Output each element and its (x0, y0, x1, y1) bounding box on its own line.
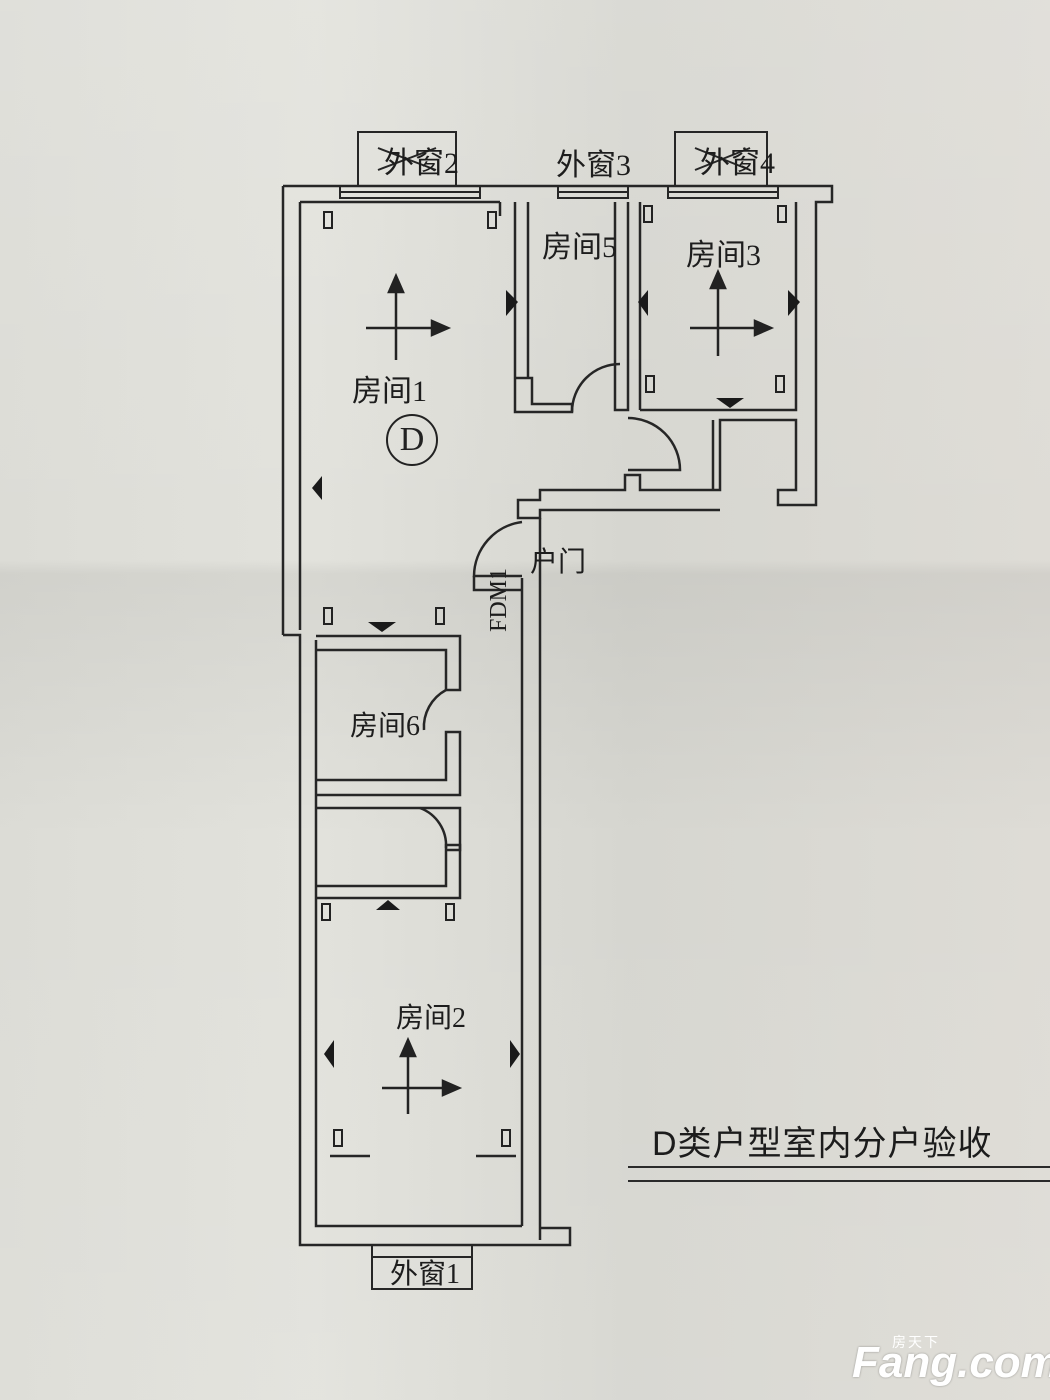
outlet-symbol (323, 607, 333, 625)
outlet-symbol (777, 205, 787, 223)
room3-door-swing (627, 416, 682, 472)
room6-wall-top (316, 634, 462, 692)
marker-triangle (376, 900, 400, 910)
room1-label: 房间1 (352, 375, 427, 408)
outlet-symbol (445, 903, 455, 921)
outlet-symbol (435, 607, 445, 625)
room3-orientation-arrows (690, 268, 775, 356)
outlet-symbol (321, 903, 331, 921)
room1-orientation-arrows (366, 272, 452, 360)
room3-label: 房间3 (686, 239, 761, 272)
window-1-label: 外窗1 (390, 1259, 461, 1290)
room3-wall (640, 202, 798, 412)
watermark-cn: 房天下 (892, 1334, 940, 1350)
room6-door-swing (422, 688, 447, 731)
marker-triangle (788, 290, 800, 316)
unit-type-mark: D (386, 414, 438, 466)
window-4-label: 外窗4 (700, 147, 775, 180)
outlet-symbol (643, 205, 653, 223)
room5-label: 房间5 (542, 231, 617, 264)
ac-unit-1 (371, 1244, 473, 1290)
watermark-logo: 房天下 Fang.com (852, 1330, 1050, 1390)
plan-title: D类户型室内分户验收 (652, 1125, 993, 1163)
marker-triangle (510, 1040, 520, 1068)
room2-label: 房间2 (396, 1003, 467, 1034)
marker-triangle (506, 290, 518, 316)
entrance-door-code: FDM1 (486, 567, 512, 632)
window-3-label: 外窗3 (556, 149, 631, 182)
ac-unit-4 (674, 131, 768, 187)
outlet-symbol (333, 1129, 343, 1147)
title-underline-1 (628, 1166, 1050, 1168)
room6-label: 房间6 (350, 711, 421, 742)
small-room-door-swing (419, 806, 448, 849)
entrance-door-label: 户门 (530, 547, 587, 578)
entrance-door-swing (472, 520, 523, 578)
marker-triangle (312, 476, 322, 500)
outlet-symbol (501, 1129, 511, 1147)
marker-triangle (638, 290, 648, 316)
ac-unit-2 (357, 131, 457, 187)
title-underline-2 (628, 1180, 1050, 1182)
watermark-en: Fang.com (852, 1338, 1050, 1387)
room5-room3-wall (613, 202, 630, 412)
room6-wall-bottom (316, 730, 462, 797)
marker-triangle (324, 1040, 334, 1068)
outlet-symbol (645, 375, 655, 393)
marker-triangle (368, 622, 396, 632)
outlet-symbol (323, 211, 333, 229)
small-room-wall (316, 843, 462, 900)
room2-orientation-arrows (382, 1036, 463, 1114)
room5-door-swing (570, 362, 621, 413)
outlet-symbol (775, 375, 785, 393)
marker-triangle (716, 398, 744, 408)
outlet-symbol (487, 211, 497, 229)
outer-wall-top (283, 184, 834, 520)
outer-wall-left-lower (283, 633, 572, 1247)
window-2-label: 外窗2 (384, 147, 459, 180)
